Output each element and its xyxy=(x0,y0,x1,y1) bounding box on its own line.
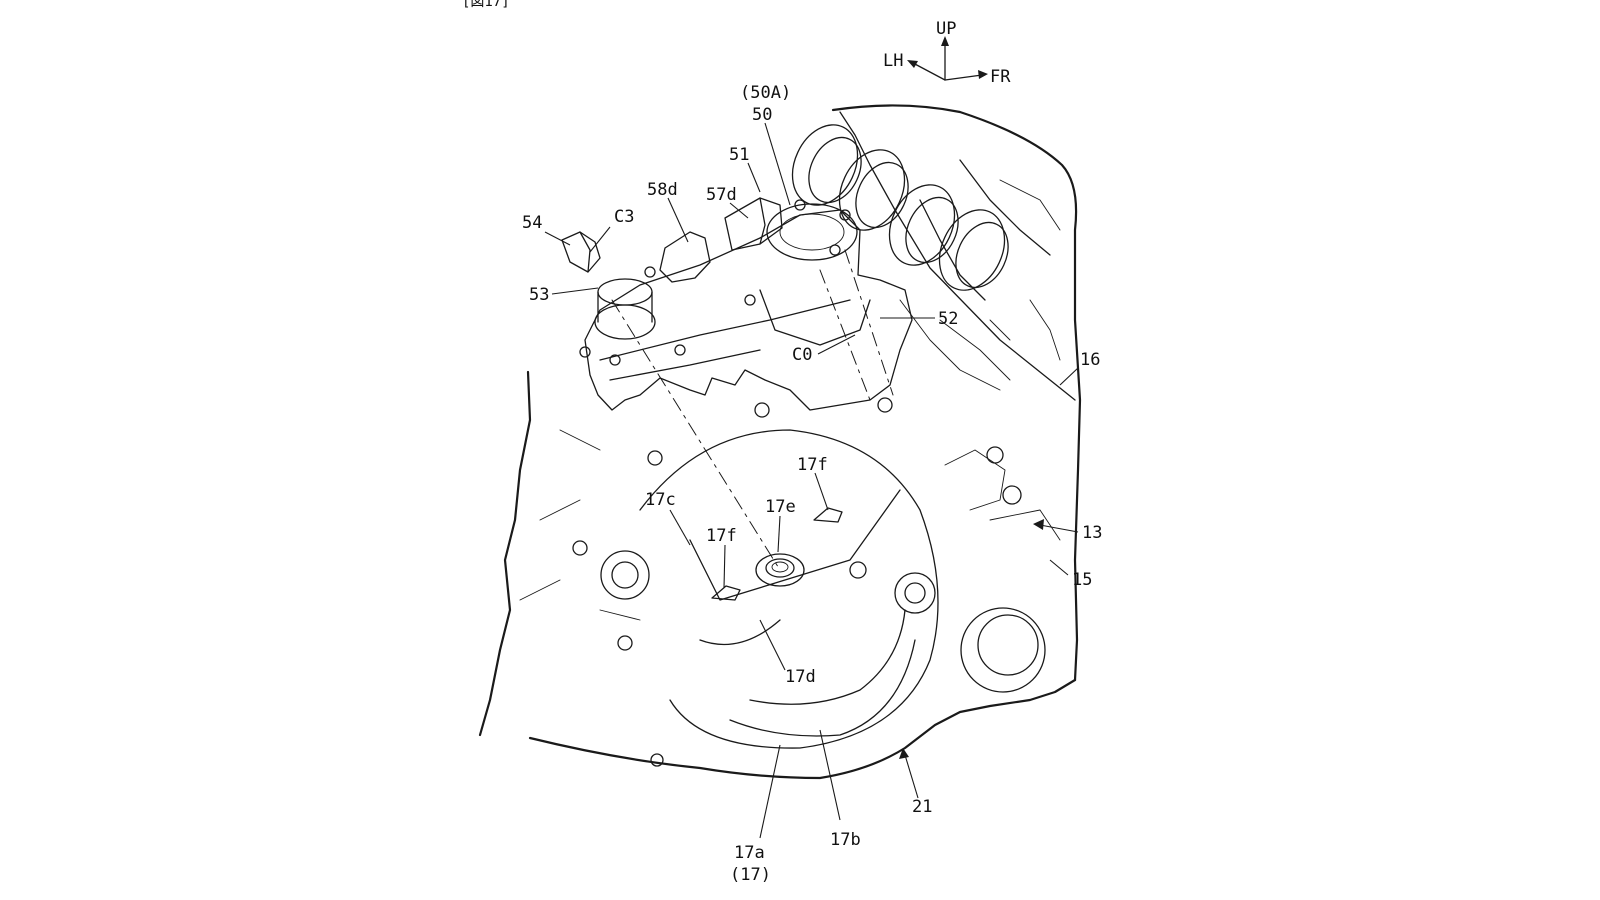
label-50: 50 xyxy=(752,105,772,125)
reference-labels: (50A) 50 51 54 C3 58d 57d 53 52 C0 16 17… xyxy=(522,83,1102,885)
direction-up-label: UP xyxy=(936,19,956,39)
axis-centerlines xyxy=(611,249,894,571)
label-21: 21 xyxy=(912,797,932,817)
label-54: 54 xyxy=(522,213,542,233)
figure-header: [図17] xyxy=(462,0,510,10)
label-13: 13 xyxy=(1082,523,1102,543)
label-17b: 17b xyxy=(830,830,861,850)
crankcase-outline xyxy=(478,104,1082,780)
direction-lh-label: LH xyxy=(883,51,903,71)
label-16: 16 xyxy=(1080,350,1100,370)
label-52: 52 xyxy=(938,309,958,329)
direction-fr-label: FR xyxy=(990,67,1011,87)
label-58d: 58d xyxy=(647,180,678,200)
label-17a: 17a xyxy=(734,843,765,863)
intake-funnels xyxy=(791,124,1009,291)
label-17f-lower: 17f xyxy=(706,526,737,546)
label-c3: C3 xyxy=(614,207,634,227)
cylinder-block xyxy=(839,111,1076,401)
label-17d: 17d xyxy=(785,667,816,687)
cover-and-bosses xyxy=(519,397,1061,767)
label-51: 51 xyxy=(729,145,749,165)
label-17e: 17e xyxy=(765,497,796,517)
label-57d: 57d xyxy=(706,185,737,205)
label-17f-upper: 17f xyxy=(797,455,828,475)
leader-lines xyxy=(544,122,1079,839)
label-17: (17) xyxy=(730,865,771,885)
label-15: 15 xyxy=(1072,570,1092,590)
label-50a: (50A) xyxy=(740,83,791,103)
shift-actuator-unit xyxy=(561,197,913,411)
label-17c: 17c xyxy=(645,490,676,510)
label-53: 53 xyxy=(529,285,549,305)
direction-indicator: UP LH FR xyxy=(883,19,1011,87)
label-c0: C0 xyxy=(792,345,812,365)
